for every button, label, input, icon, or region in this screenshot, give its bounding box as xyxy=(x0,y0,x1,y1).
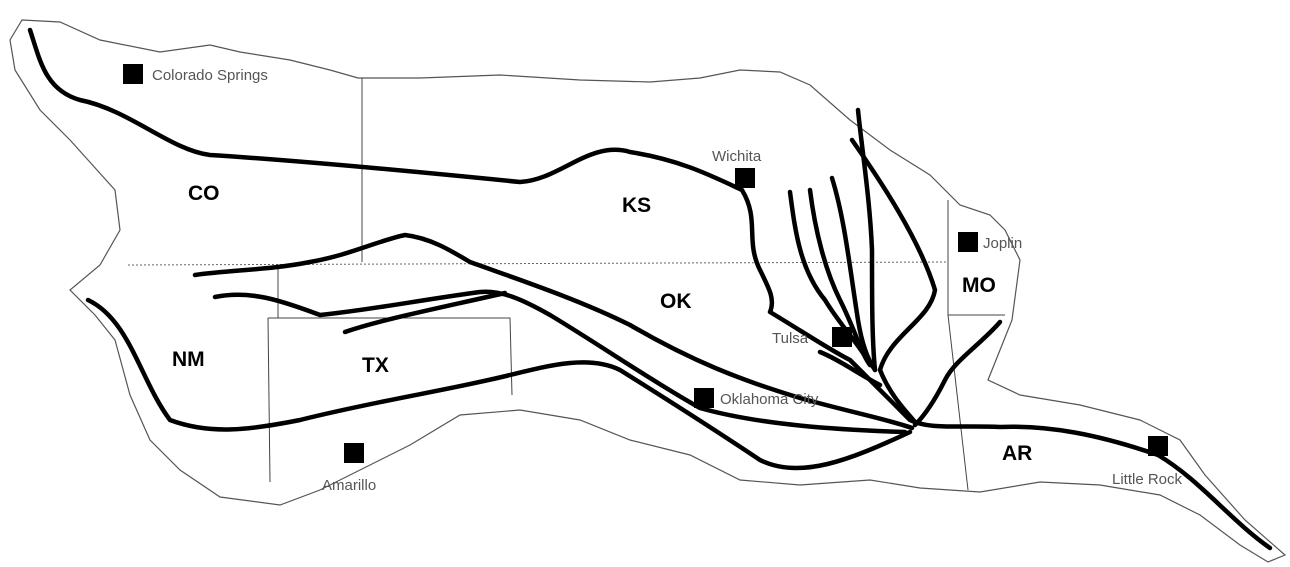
city-tulsa: Tulsa xyxy=(772,327,852,347)
state-label-co: CO xyxy=(188,182,220,205)
city-label: Colorado Springs xyxy=(152,67,268,84)
city-label: Little Rock xyxy=(1112,471,1183,488)
tulsa-spur xyxy=(817,349,883,388)
neosho-river xyxy=(849,137,938,425)
city-label: Tulsa xyxy=(772,330,809,347)
state-label-ar: AR xyxy=(1002,442,1032,465)
arkansas-river xyxy=(27,27,1273,551)
state-borders xyxy=(127,78,1005,491)
city-marker xyxy=(958,232,978,252)
city-amarillo: Amarillo xyxy=(322,443,376,494)
tributary-3 xyxy=(829,175,878,373)
city-label: Joplin xyxy=(983,235,1022,252)
river-network xyxy=(27,27,1273,551)
basin-outline xyxy=(9,19,1287,563)
city-label: Oklahoma City xyxy=(720,391,819,408)
city-marker xyxy=(694,388,714,408)
verdigris-river xyxy=(855,107,878,373)
city-oklahoma-city: Oklahoma City xyxy=(694,388,819,408)
city-marker xyxy=(344,443,364,463)
city-marker xyxy=(123,64,143,84)
state-label-tx: TX xyxy=(362,354,389,377)
tributary-1 xyxy=(787,189,873,368)
canadian-river xyxy=(85,297,913,471)
state-label-ks: KS xyxy=(622,194,651,217)
cimarron-river xyxy=(212,289,908,435)
city-label: Wichita xyxy=(712,148,762,165)
city-marker xyxy=(1148,436,1168,456)
city-wichita: Wichita xyxy=(712,148,762,188)
city-label: Amarillo xyxy=(322,477,376,494)
state-label-ok: OK xyxy=(660,290,692,313)
city-colorado-springs: Colorado Springs xyxy=(123,64,268,84)
state-label-mo: MO xyxy=(962,274,996,297)
state-label-nm: NM xyxy=(172,348,205,371)
city-marker xyxy=(735,168,755,188)
city-little-rock: Little Rock xyxy=(1112,436,1183,488)
cimarron-tributary xyxy=(342,290,508,335)
city-joplin: Joplin xyxy=(958,232,1022,252)
tributary-2 xyxy=(807,187,873,368)
city-marker xyxy=(832,327,852,347)
north-canadian-river xyxy=(192,232,915,431)
missouri-tributary xyxy=(912,319,1003,428)
